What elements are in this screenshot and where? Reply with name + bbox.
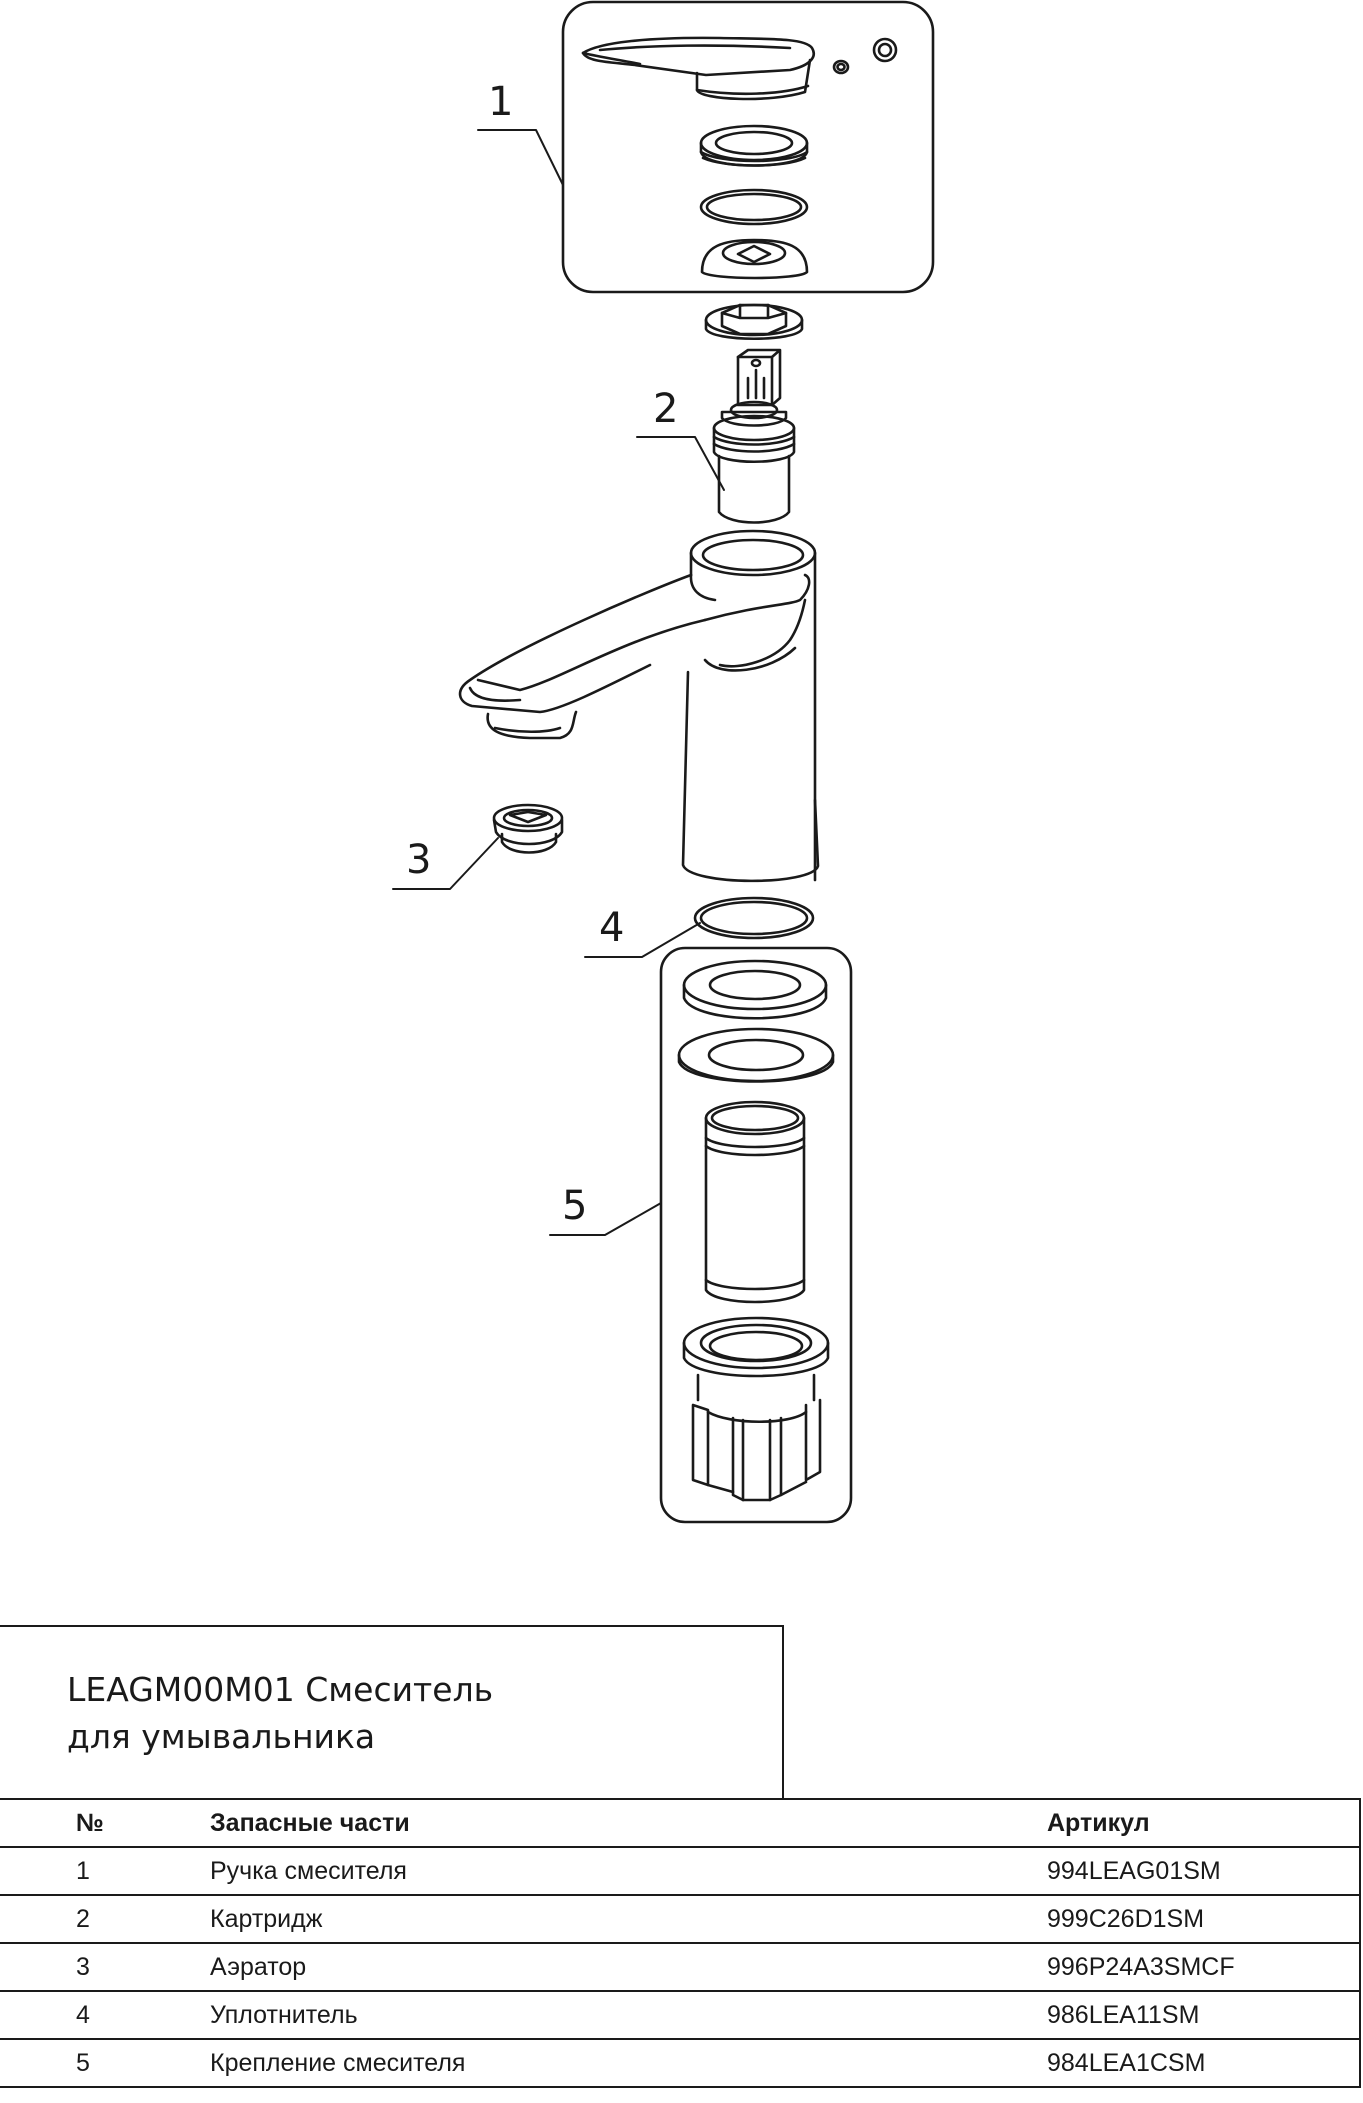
product-title: LEAGM00M01 Смеситель [67,1670,494,1709]
row-part-name: Картридж [210,1894,1047,1944]
row-part-name: Уплотнитель [210,1990,1047,2040]
threaded-sleeve [704,1100,806,1304]
table-row: 2 Картридж 999C26D1SM [0,1894,1361,1944]
row-article: 996P24A3SMCF [1047,1942,1361,1992]
table-row: 5 Крепление смесителя 984LEA1CSM [0,2038,1361,2088]
row-number: 5 [0,2038,210,2088]
row-article: 999C26D1SM [1047,1894,1361,1944]
threaded-ring [699,124,809,167]
header-article: Артикул [1047,1798,1361,1848]
cap-dome [700,238,809,280]
product-subtitle: для умывальника [67,1717,376,1756]
row-article: 986LEA11SM [1047,1990,1361,2040]
leader-lines [392,129,725,1236]
aerator [492,803,564,854]
handle-lever [581,36,815,101]
callout-3: 3 [406,837,432,883]
cartridge [712,348,796,524]
callout-2: 2 [653,386,679,432]
o-ring-small [699,188,809,226]
header-number: № [0,1798,210,1848]
row-article: 984LEA1CSM [1047,2038,1361,2088]
table-row: 1 Ручка смесителя 994LEAG01SM [0,1846,1361,1896]
callout-4: 4 [599,905,625,951]
group-5-frame [659,946,853,1524]
table-row: 4 Уплотнитель 986LEA11SM [0,1990,1361,2040]
table-header-row: № Запасные части Артикул [0,1798,1361,1848]
exploded-view-drawing [392,0,935,1524]
callout-5: 5 [562,1183,588,1229]
washer-2 [677,1027,835,1083]
row-number: 4 [0,1990,210,2040]
seal-ring [693,896,815,940]
spare-parts-table: № Запасные части Артикул 1 Ручка смесите… [0,1798,1361,2088]
washer-1 [682,959,828,1020]
row-article: 994LEAG01SM [1047,1846,1361,1896]
row-part-name: Аэратор [210,1942,1047,1992]
title-box: LEAGM00M01 Смеситель для умывальника [0,1625,784,1799]
row-part-name: Крепление смесителя [210,2038,1047,2088]
faucet-body [458,529,820,883]
row-number: 1 [0,1846,210,1896]
row-number: 2 [0,1894,210,1944]
callout-1: 1 [488,79,514,125]
table-row: 3 Аэратор 996P24A3SMCF [0,1942,1361,1992]
row-number: 3 [0,1942,210,1992]
header-part-name: Запасные части [210,1798,1047,1848]
hex-nut [704,303,804,340]
group-1-frame [561,0,935,294]
handle-screw [832,37,898,75]
row-part-name: Ручка смесителя [210,1846,1047,1896]
mounting-nut [682,1316,830,1502]
